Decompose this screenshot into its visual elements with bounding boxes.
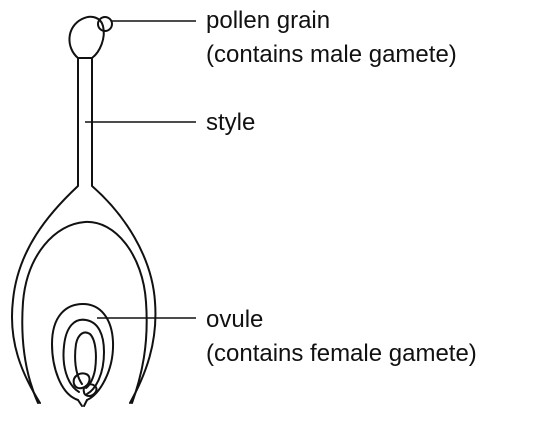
embryo-sac: [75, 332, 96, 388]
ovary-cavity: [22, 222, 146, 403]
style-left-wall: [12, 58, 78, 403]
style-right-wall: [92, 58, 155, 403]
synergid: [84, 384, 97, 396]
style-label-line1: style: [206, 106, 255, 140]
pollen-grain: [98, 17, 112, 31]
micropyle: [78, 400, 82, 406]
ovule-inner-layer: [64, 320, 104, 394]
pollen-grain-label-line2: (contains male gamete): [206, 38, 457, 72]
micropyle: [84, 400, 87, 406]
pollen-grain-label: pollen grain (contains male gamete): [206, 4, 457, 72]
ovule-label-line2: (contains female gamete): [206, 337, 477, 371]
ovule-label-line1: ovule: [206, 303, 477, 337]
pollen-grain-label-line1: pollen grain: [206, 4, 457, 38]
ovule-label: ovule (contains female gamete): [206, 303, 477, 371]
style-label: style: [206, 106, 255, 140]
